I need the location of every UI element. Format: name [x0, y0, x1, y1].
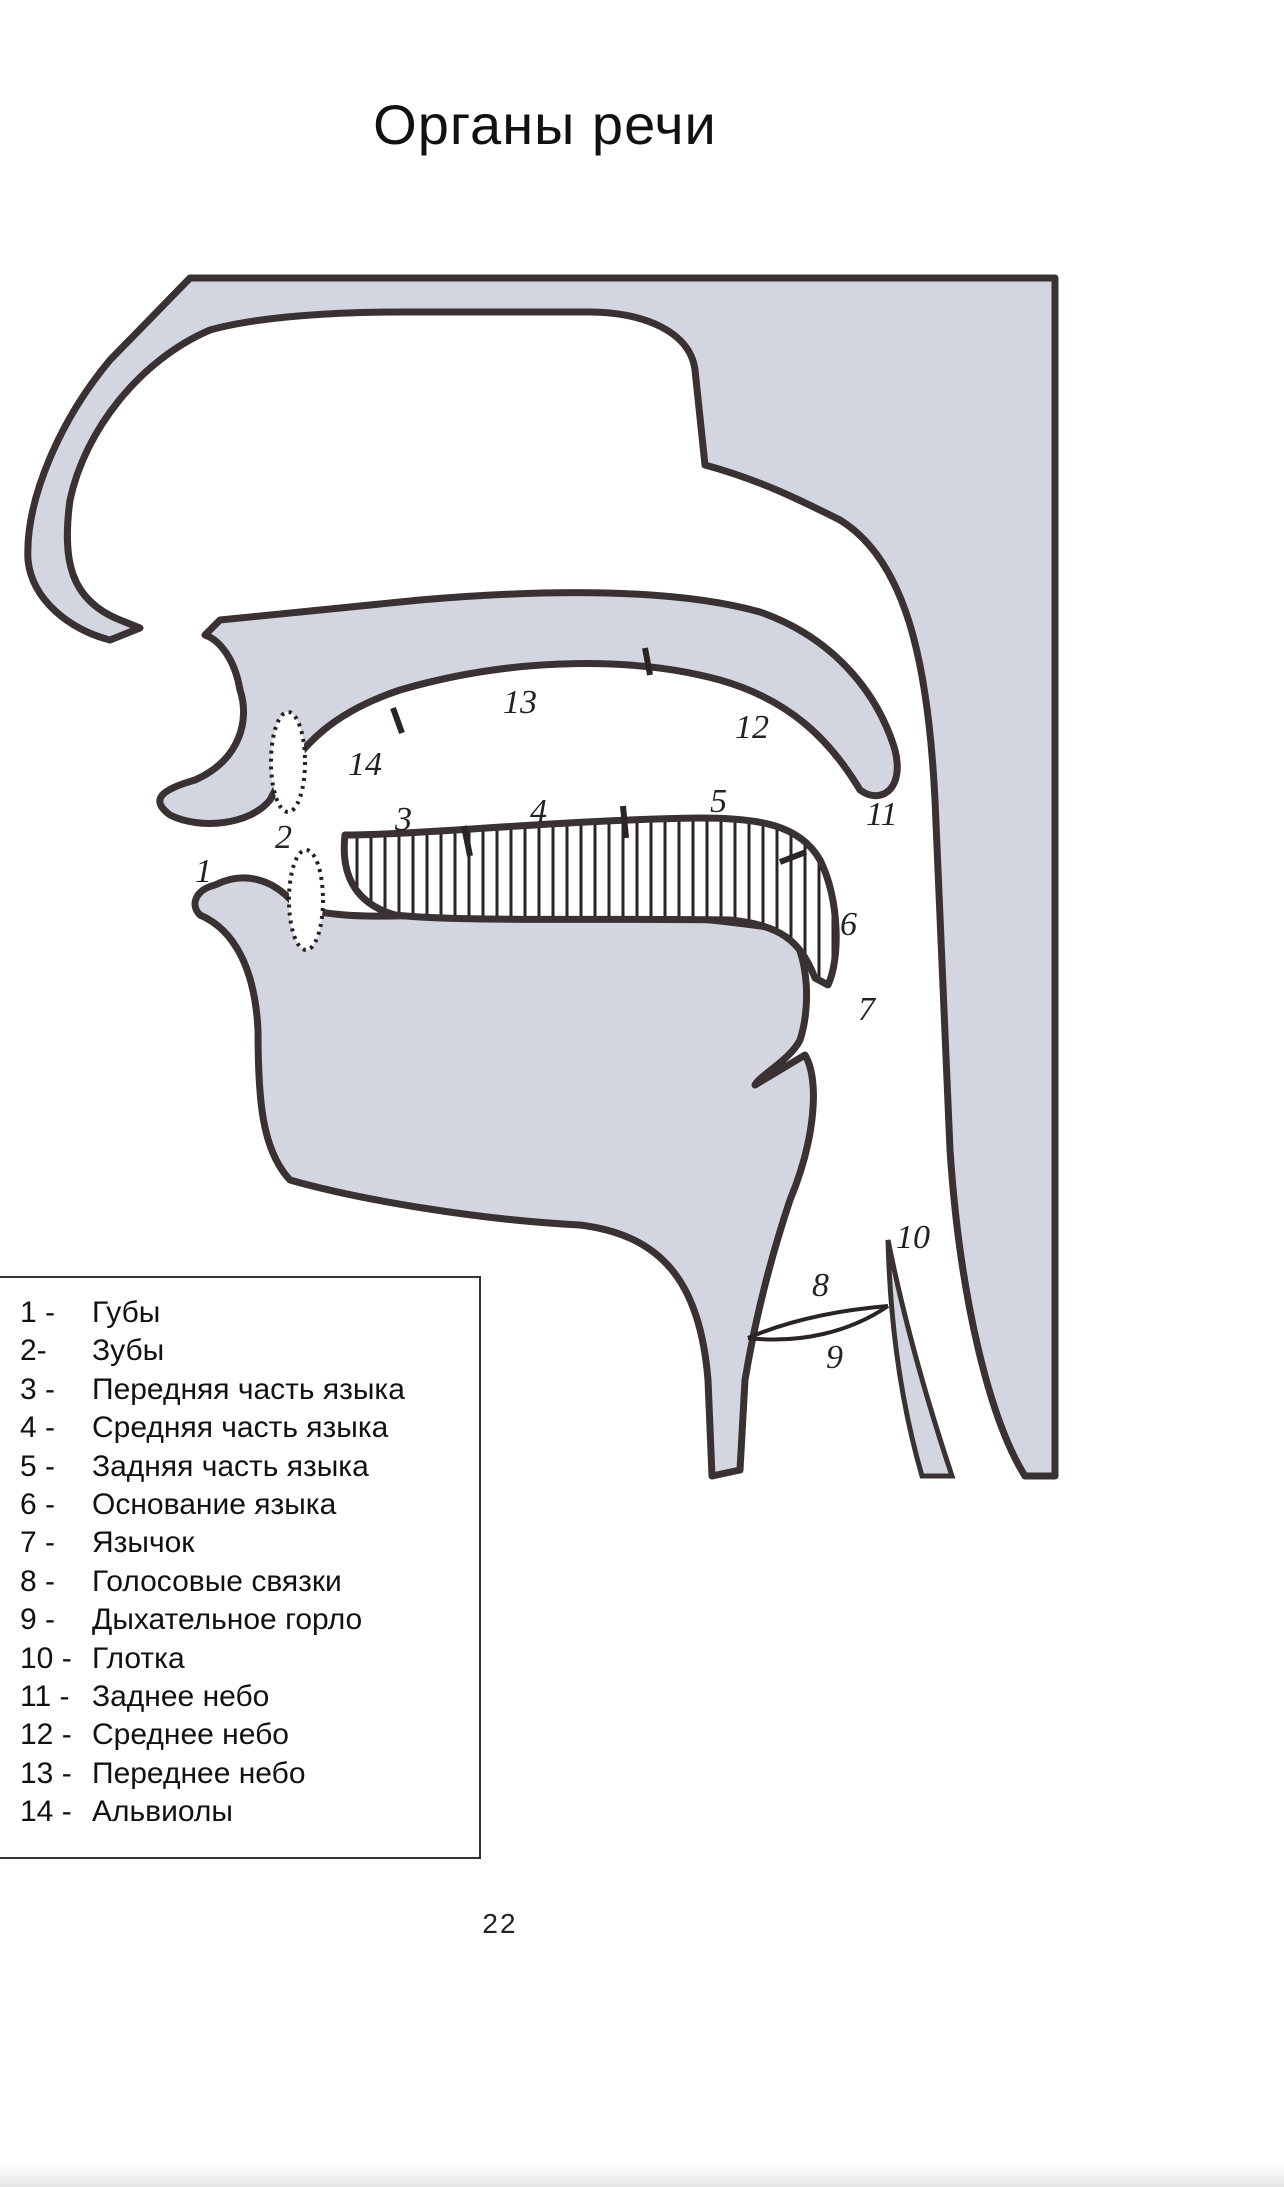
- legend-item: 13 - Переднее небо: [0, 1755, 479, 1793]
- legend-item-number: 5 -: [20, 1449, 56, 1483]
- legend-item: 8 - Голосовые связки: [0, 1563, 479, 1601]
- legend-item-text: Зубы: [92, 1334, 165, 1368]
- legend-box: 1 - Губы 2- Зубы 3 - Передняя часть языка 4 - С…: [0, 1276, 481, 1859]
- legend-item-number: 7 -: [20, 1526, 56, 1560]
- legend-item: 9 - Дыхательное горло: [0, 1601, 479, 1639]
- page-title: Органы речи: [373, 93, 717, 156]
- diagram-label-1: 1: [195, 853, 212, 890]
- legend-item-number: 1 -: [20, 1296, 56, 1329]
- legend-item: 11 - Заднее небо: [0, 1678, 479, 1716]
- legend-item-text: Губы: [92, 1296, 161, 1329]
- palate-mark-1: [390, 706, 405, 735]
- tongue-shape: [340, 814, 840, 989]
- vocal-cord-lower: [747, 1304, 890, 1342]
- legend-item: 2- Зубы: [0, 1332, 479, 1370]
- tongue-mark-2: [620, 805, 629, 839]
- diagram-label-2: 2: [275, 819, 292, 856]
- palate-shape: [156, 589, 901, 827]
- diagram-label-10: 10: [896, 1219, 930, 1256]
- legend-list: 1 - Губы 2- Зубы 3 - Передняя часть языка 4 - С…: [0, 1294, 479, 1831]
- legend-item-text: Задняя часть языка: [92, 1449, 369, 1483]
- legend-item: 1 - Губы: [0, 1294, 479, 1332]
- page-number: 22: [482, 1908, 518, 1939]
- legend-item-text: Среднее небо: [92, 1718, 289, 1752]
- legend-item-number: 10 -: [20, 1641, 72, 1675]
- legend-item-text: Глотка: [92, 1641, 185, 1675]
- legend-item-number: 4 -: [20, 1411, 56, 1445]
- diagram-label-9: 9: [826, 1339, 843, 1376]
- legend-item-number: 3 -: [20, 1372, 56, 1406]
- legend-item: 7 - Язычок: [0, 1524, 479, 1562]
- legend-item-number: 13 -: [20, 1756, 72, 1790]
- legend-item-text: Средняя часть языка: [92, 1411, 389, 1445]
- tongue-mark-3: [778, 849, 808, 865]
- legend-item-number: 2-: [20, 1334, 47, 1368]
- lower-teeth: [287, 848, 325, 952]
- legend-item-number: 14 -: [20, 1795, 72, 1829]
- diagram-label-3: 3: [394, 801, 412, 838]
- diagram-label-6: 6: [840, 906, 857, 943]
- legend-item: 4 - Средняя часть языка: [0, 1409, 479, 1447]
- legend-item: 10 - Глотка: [0, 1640, 479, 1678]
- pharynx-strip: [885, 1239, 956, 1479]
- legend-item-text: Язычок: [92, 1526, 195, 1560]
- legend-item: 14 - Альвиолы: [0, 1793, 479, 1831]
- upper-teeth: [269, 710, 307, 814]
- diagram-label-8: 8: [812, 1267, 829, 1304]
- legend-item-number: 9 -: [20, 1603, 56, 1637]
- diagram-label-11: 11: [866, 796, 897, 833]
- diagram-label-7: 7: [858, 991, 877, 1028]
- legend-item-text: Передняя часть языка: [92, 1372, 405, 1406]
- speech-organs-diagram: 1 2 3 4 5 6 7 8 9 10 11 12 13 14: [24, 274, 1059, 1480]
- diagram-label-4: 4: [530, 793, 547, 830]
- diagram-label-5: 5: [710, 783, 727, 820]
- diagram-label-12: 12: [735, 709, 769, 746]
- legend-item-number: 8 -: [20, 1564, 56, 1598]
- legend-item-text: Заднее небо: [92, 1679, 270, 1713]
- legend-item-text: Основание языка: [92, 1487, 337, 1521]
- legend-item-number: 12 -: [20, 1718, 72, 1752]
- legend-item-text: Голосовые связки: [92, 1564, 342, 1598]
- diagram-label-14: 14: [348, 746, 382, 783]
- legend-item: 12 - Среднее небо: [0, 1716, 479, 1754]
- vocal-cord-upper: [747, 1304, 889, 1340]
- legend-item-number: 6 -: [20, 1487, 56, 1521]
- legend-item-text: Альвиолы: [92, 1795, 233, 1829]
- diagram-label-13: 13: [503, 684, 537, 721]
- legend-item: 6 - Основание языка: [0, 1486, 479, 1524]
- page-edge-shadow: [0, 2163, 1284, 2187]
- legend-item: 5 - Задняя часть языка: [0, 1448, 479, 1486]
- upper-head-shape: [24, 274, 1059, 1480]
- tongue-mark-1: [461, 825, 473, 857]
- legend-item-text: Переднее небо: [92, 1756, 306, 1790]
- legend-item-text: Дыхательное горло: [92, 1603, 363, 1637]
- legend-item: 3 - Передняя часть языка: [0, 1371, 479, 1409]
- palate-mark-2: [642, 647, 653, 676]
- legend-item-number: 11 -: [20, 1679, 70, 1713]
